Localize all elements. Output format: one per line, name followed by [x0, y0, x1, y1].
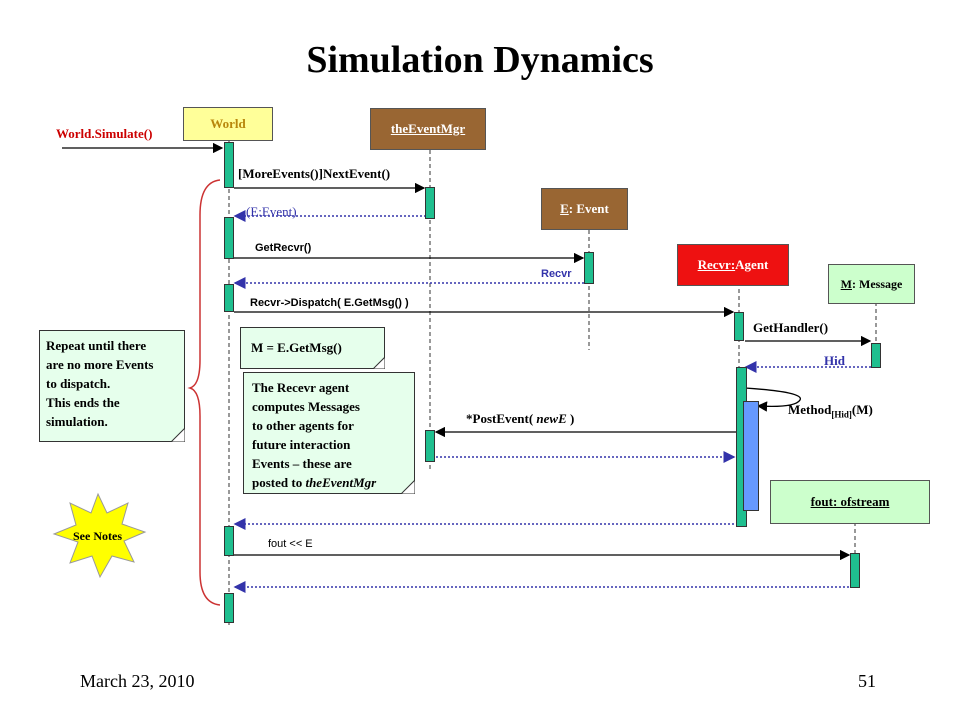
post-event-label-italic: newE [536, 411, 567, 426]
get-handler-label: GetHandler() [753, 320, 829, 335]
recevr-note-line: to other agents for [252, 418, 354, 433]
message-object-prefix: M [840, 276, 852, 291]
agent-activation-1 [734, 312, 744, 341]
getmsg-note-text: M = E.GetMsg() [251, 340, 342, 355]
footer-page-number: 51 [858, 671, 876, 691]
message-object-suffix: : Message [852, 276, 903, 291]
simulate-call-label: World.Simulate() [56, 126, 153, 141]
repeat-note-line: simulation. [46, 414, 108, 429]
repeat-note-line: This ends the [46, 395, 120, 410]
see-notes-star [52, 492, 147, 579]
repeat-brace [187, 179, 221, 606]
recevr-note: The Recevr agent computes Messages to ot… [243, 372, 415, 494]
ofstream-activation [850, 553, 860, 588]
post-event-label-prefix: *PostEvent( [466, 411, 537, 426]
post-event-label: *PostEvent( newE ) [466, 411, 574, 427]
event-mgr-object-label: theEventMgr [390, 121, 466, 136]
get-recvr-label: GetRecvr() [255, 242, 312, 254]
getmsg-note-fold [372, 356, 385, 369]
event-object-prefix: E [560, 201, 569, 216]
post-event-label-suffix: ) [566, 411, 575, 426]
world-activation-3 [224, 284, 234, 312]
method-label: Method[Hid](M) [788, 402, 873, 420]
repeat-note: Repeat until there are no more Events to… [39, 330, 185, 442]
event-object-suffix: : Event [568, 201, 609, 216]
method-label-prefix: Method [788, 402, 832, 417]
agent-object-suffix: Agent [735, 257, 769, 272]
getmsg-note: M = E.GetMsg() [240, 327, 385, 369]
fout-label: fout << E [268, 538, 313, 550]
recvr-return-label: Recvr [541, 268, 572, 280]
world-activation-2 [224, 217, 234, 259]
recevr-note-line: future interaction [252, 437, 351, 452]
page-title: Simulation Dynamics [306, 39, 654, 81]
eventmgr-activation-2 [425, 430, 435, 462]
hid-return-label: Hid [824, 353, 845, 368]
method-label-suffix: (M) [851, 402, 873, 417]
world-activation-1 [224, 142, 234, 188]
recevr-note-line: Events – these are [252, 456, 352, 471]
recevr-note-line: computes Messages [252, 399, 360, 414]
method-label-sub: [Hid] [831, 409, 852, 420]
recevr-note-fold [400, 479, 415, 494]
event-return-label: (E:Event) [246, 204, 297, 219]
recevr-note-line: The Recevr agent [252, 380, 350, 395]
next-event-label: [MoreEvents()]NextEvent() [238, 166, 391, 181]
method-activation [743, 401, 759, 511]
ofstream-object: fout: ofstream [770, 480, 930, 524]
event-activation [584, 252, 594, 284]
world-activation-4 [224, 526, 234, 556]
event-object: E: Event [541, 188, 628, 230]
world-object: World [183, 107, 273, 141]
event-mgr-object: theEventMgr [370, 108, 486, 150]
dispatch-label: Recvr->Dispatch( E.GetMsg() ) [250, 297, 409, 309]
recevr-note-line: posted to theEventMgr [252, 473, 408, 492]
ofstream-object-label: fout: ofstream [810, 494, 890, 509]
world-activation-5 [224, 593, 234, 623]
repeat-note-fold [170, 427, 185, 442]
world-object-label: World [210, 116, 246, 131]
message-object: M: Message [828, 264, 915, 304]
method-self-arrow [744, 387, 801, 412]
recevr-note-last-italic: theEventMgr [305, 475, 377, 490]
repeat-note-line: to dispatch. [46, 376, 111, 391]
footer-date: March 23, 2010 [80, 671, 195, 691]
repeat-note-line: are no more Events [46, 357, 154, 372]
see-notes-label[interactable]: See Notes [73, 529, 122, 543]
recevr-note-last-prefix: posted to [252, 475, 306, 490]
message-activation [871, 343, 881, 368]
repeat-note-line: Repeat until there [46, 338, 147, 353]
agent-object-prefix: Recvr: [697, 257, 736, 272]
agent-object: Recvr: Agent [677, 244, 789, 286]
eventmgr-activation-1 [425, 187, 435, 219]
